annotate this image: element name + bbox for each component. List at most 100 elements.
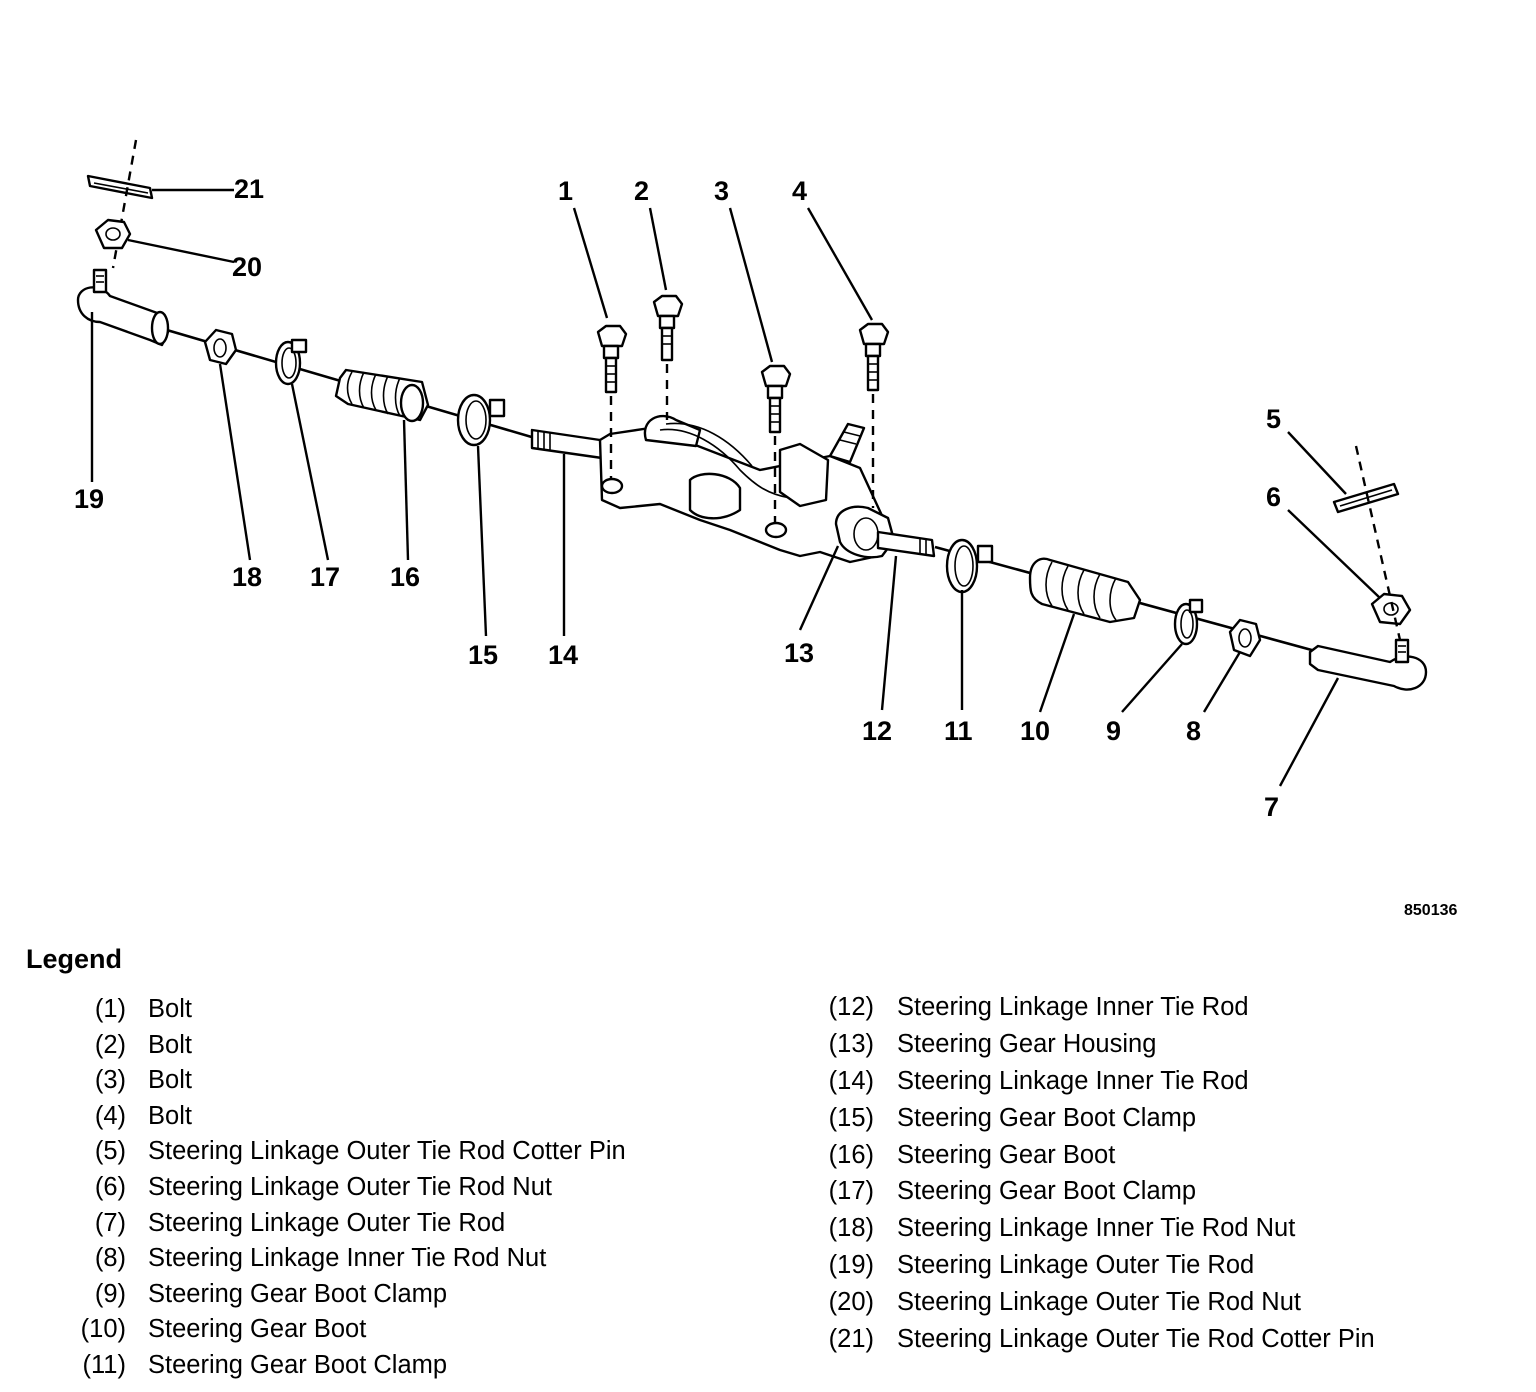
callout-5: 5	[1266, 404, 1281, 434]
legend-item: (8)Steering Linkage Inner Tie Rod Nut	[0, 1244, 760, 1280]
outer-tie-rod-nut-left	[94, 218, 132, 250]
legend-item-number: (13)	[828, 1029, 874, 1058]
steering-gear-boot-right	[1028, 557, 1142, 624]
boot-clamp-small-right	[1173, 598, 1204, 646]
legend-item-number: (14)	[828, 1066, 874, 1095]
legend-item: (11) Steering Gear Boot Clamp	[0, 1351, 760, 1387]
legend-item-number: (5)	[94, 1137, 126, 1166]
legend-item: (20) Steering Linkage Outer Tie Rod Nut	[770, 1288, 1530, 1325]
legend-item-label: Steering Gear Housing	[897, 1029, 1157, 1058]
legend-item-number: (12)	[828, 993, 874, 1021]
callout-8: 8	[1186, 716, 1201, 746]
inner-tie-rod-left	[530, 428, 604, 460]
legend-item: (15) Steering Gear Boot Clamp	[770, 1104, 1530, 1141]
legend-item: (7) Steering Linkage Outer Tie Rod	[0, 1209, 760, 1245]
legend-item-number: (7)	[94, 1208, 126, 1237]
legend-item: (9) Steering Gear Boot Clamp	[0, 1280, 760, 1316]
legend-item-label: Bolt	[148, 1030, 192, 1059]
inner-tie-rod-right	[876, 530, 936, 558]
callout-2: 2	[634, 176, 649, 206]
callout-labels: 1 2 3 4 5 6 7 8 9 10 11 12 13 14 15 16 1…	[74, 174, 1281, 822]
callout-14: 14	[548, 640, 578, 670]
callout-18: 18	[232, 562, 262, 592]
legend-item-label: Steering Gear Boot Clamp	[148, 1350, 448, 1379]
legend-item-number: (1)	[94, 995, 126, 1023]
legend-item: (5) Steering Linkage Outer Tie Rod Cotter…	[0, 1137, 760, 1173]
legend-column-left: (1) Bolt (2) Bolt (3)Bolt (4) Bolt (5) Steer…	[0, 995, 760, 1387]
callout-10: 10	[1020, 716, 1050, 746]
legend-item: (3)Bolt	[0, 1066, 760, 1102]
boot-clamp-small-left	[274, 338, 308, 386]
outer-tie-rod-right	[1308, 638, 1428, 691]
bolt-2	[652, 294, 684, 420]
legend-item: (4) Bolt	[0, 1102, 760, 1138]
bolt-3	[760, 364, 792, 524]
legend-item: (6)Steering Linkage Outer Tie Rod Nut	[0, 1173, 760, 1209]
legend-item-label: Steering Linkage Inner Tie Rod Nut	[148, 1244, 547, 1273]
legend-item-label: Bolt	[148, 995, 192, 1023]
inner-tie-rod-nut-left	[203, 328, 238, 366]
legend-item-number: (19)	[828, 1251, 874, 1280]
bolt-4	[858, 322, 890, 508]
legend-item-number: (9)	[94, 1279, 126, 1308]
legend-item-label: Bolt	[148, 1101, 192, 1130]
legend-item-number: (16)	[828, 1140, 874, 1169]
callout-9: 9	[1106, 716, 1121, 746]
legend-item-label: Steering Gear Boot Clamp	[897, 1103, 1197, 1132]
callout-21: 21	[234, 174, 264, 204]
legend-item-number: (20)	[828, 1288, 874, 1317]
legend-item-number: (3)	[94, 1066, 126, 1095]
inner-tie-rod-nut-right	[1228, 618, 1262, 658]
callout-15: 15	[468, 640, 498, 670]
callout-19: 19	[74, 484, 104, 514]
legend-item-label: Steering Gear Boot Clamp	[148, 1279, 448, 1308]
legend-item-number: (2)	[94, 1030, 126, 1059]
callout-3: 3	[714, 176, 729, 206]
legend-item-number: (6)	[94, 1172, 126, 1201]
callout-13: 13	[784, 638, 814, 668]
callout-1: 1	[558, 176, 573, 206]
outer-tie-rod-left	[76, 268, 170, 347]
legend-item-number: (4)	[94, 1101, 126, 1130]
legend-item: (16)Steering Gear Boot	[770, 1141, 1530, 1178]
legend-item-number: (11)	[82, 1350, 126, 1379]
legend-item-label: Steering Linkage Inner Tie Rod	[897, 1066, 1249, 1095]
legend-item: (21) Steering Linkage Outer Tie Rod Cotte…	[770, 1325, 1530, 1362]
callout-16: 16	[390, 562, 420, 592]
legend-item: (13) Steering Gear Housing	[770, 1030, 1530, 1067]
boot-clamp-large-right	[945, 538, 994, 594]
boot-clamp-large-left	[456, 393, 506, 447]
legend-item: (1) Bolt	[0, 995, 760, 1031]
legend-item: (14) Steering Linkage Inner Tie Rod	[770, 1067, 1530, 1104]
bolt-1	[596, 324, 628, 480]
callout-20: 20	[232, 252, 262, 282]
figure-id: 850136	[1404, 902, 1458, 919]
callout-12: 12	[862, 716, 892, 746]
legend-item-number: (17)	[828, 1177, 874, 1206]
cotter-pin-left	[86, 139, 154, 269]
callout-4: 4	[792, 176, 807, 206]
legend-column-right: (12) Steering Linkage Inner Tie Rod (13) S…	[770, 993, 1530, 1362]
legend-item: (10) Steering Gear Boot	[0, 1315, 760, 1351]
steering-gear-housing	[598, 414, 896, 564]
exploded-steering-gear-diagram: 1 2 3 4 5 6 7 8 9 10 11 12 13 14 15 16 1…	[74, 139, 1428, 822]
legend-item-label: Steering Linkage Outer Tie Rod Cotter Pi…	[897, 1325, 1375, 1354]
legend-item-number: (10)	[80, 1315, 126, 1344]
legend-title: Legend	[26, 944, 123, 974]
legend-item-label: Steering Linkage Outer Tie Rod Nut	[897, 1288, 1301, 1317]
legend-item-number: (21)	[828, 1325, 874, 1354]
legend-item-number: (15)	[828, 1103, 874, 1132]
legend-item: (18)Steering Linkage Inner Tie Rod Nut	[770, 1214, 1530, 1251]
leader-lines	[90, 188, 1381, 787]
legend-item: (12) Steering Linkage Inner Tie Rod	[770, 993, 1530, 1030]
callout-11: 11	[944, 716, 973, 746]
legend-item-label: Steering Linkage Inner Tie Rod Nut	[897, 1214, 1296, 1243]
legend-item-label: Steering Linkage Inner Tie Rod	[897, 993, 1249, 1021]
callout-7: 7	[1264, 792, 1279, 822]
legend-item-label: Steering Linkage Outer Tie Rod	[148, 1208, 506, 1237]
callout-17: 17	[310, 562, 340, 592]
legend-item-label: Steering Linkage Outer Tie Rod Cotter Pi…	[148, 1137, 626, 1166]
legend-item: (2) Bolt	[0, 1031, 760, 1067]
legend-item-label: Steering Gear Boot	[148, 1315, 367, 1344]
legend-item: (19)Steering Linkage Outer Tie Rod	[770, 1251, 1530, 1288]
